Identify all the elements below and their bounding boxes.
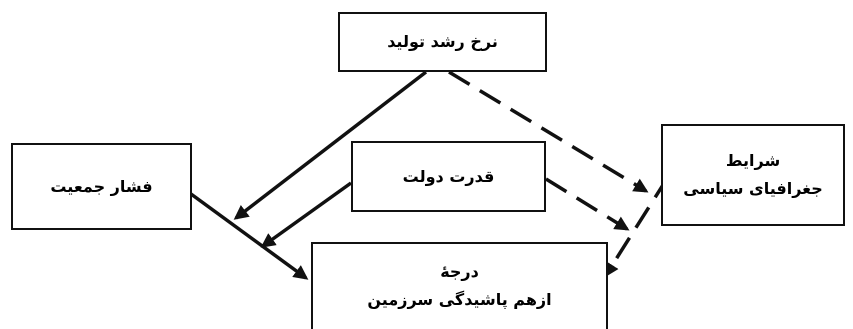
node-territorial-disintegration-line1: درجهٔ [440,262,479,281]
edge-state-to-degree-dashed [545,177,630,231]
node-territorial-disintegration-line2: ازهم پاشیدگی سرزمین [367,290,552,309]
node-territorial-disintegration: درجهٔ ازهم پاشیدگی سرزمین [311,242,608,329]
node-political-geography: شرایط جغرافیای سیاسی [661,124,845,226]
edge-growth-to-geography [448,70,649,193]
node-political-geography-line1: شرایط [725,151,781,170]
node-population-pressure-label: فشار جمعیت [50,176,153,196]
node-state-power-label: قدرت دولت [402,166,495,186]
node-political-geography-line2: جغرافیای سیاسی [683,179,823,198]
node-production-growth-rate-label: نرخ رشد تولید [387,32,498,51]
edge-population-to-degree [189,192,309,280]
node-population-pressure: فشار جمعیت [11,143,192,230]
edge-state-to-degree-solid [260,181,353,248]
node-production-growth-rate: نرخ رشد تولید [338,12,547,72]
edge-growth-to-population [233,70,428,220]
node-state-power: قدرت دولت [351,141,546,212]
edge-geography-to-degree [604,176,670,278]
